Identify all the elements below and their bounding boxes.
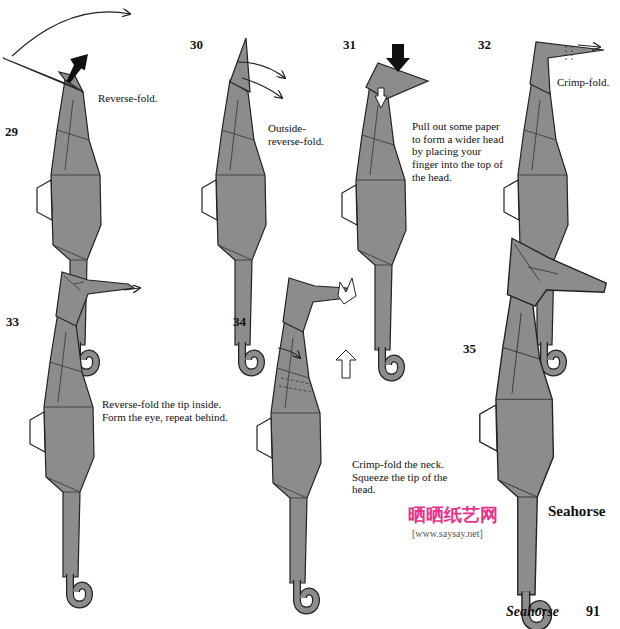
fold-arrow	[578, 45, 600, 47]
watermark-url: [www.saysay.net]	[412, 528, 483, 540]
pull-arrow	[375, 88, 387, 108]
step-number: 32	[478, 38, 491, 53]
step-number: 30	[190, 38, 203, 53]
seahorse-figure	[342, 63, 428, 378]
page-footer: Seahorse	[506, 604, 559, 620]
figure-title: Seahorse	[548, 503, 606, 520]
instruction-text: Reverse-fold.	[98, 92, 158, 105]
step-number: 33	[6, 315, 19, 330]
fold-arrow	[12, 12, 130, 56]
seahorse-figure	[480, 238, 607, 626]
squeeze-arrow	[338, 278, 356, 304]
step-number: 35	[463, 342, 476, 357]
step-number: 31	[343, 38, 356, 53]
fold-arrow	[278, 348, 300, 358]
instruction-text: Outside- reverse-fold.	[268, 122, 338, 147]
squeeze-arrow	[336, 350, 356, 378]
instruction-text: Crimp-fold the neck. Squeeze the tip of …	[352, 458, 464, 496]
fold-arrow	[242, 78, 282, 98]
instruction-text: Crimp-fold.	[557, 76, 609, 89]
push-arrow	[61, 48, 92, 86]
seahorse-figure	[3, 58, 101, 373]
push-arrow	[386, 44, 410, 72]
seahorse-figure	[30, 272, 134, 605]
fold-arrow	[124, 288, 140, 290]
page-number: 91	[586, 604, 600, 620]
instruction-text: Reverse-fold the tip inside. Form the ey…	[102, 398, 237, 423]
step-number: 34	[233, 315, 246, 330]
instruction-text: Pull out some paper to form a wider head…	[412, 120, 507, 183]
watermark: 晒晒纸艺网	[408, 505, 498, 526]
step-number: 29	[5, 125, 18, 140]
fold-arrow	[238, 62, 285, 78]
seahorse-figure	[202, 38, 266, 373]
seahorse-figure	[257, 278, 347, 611]
